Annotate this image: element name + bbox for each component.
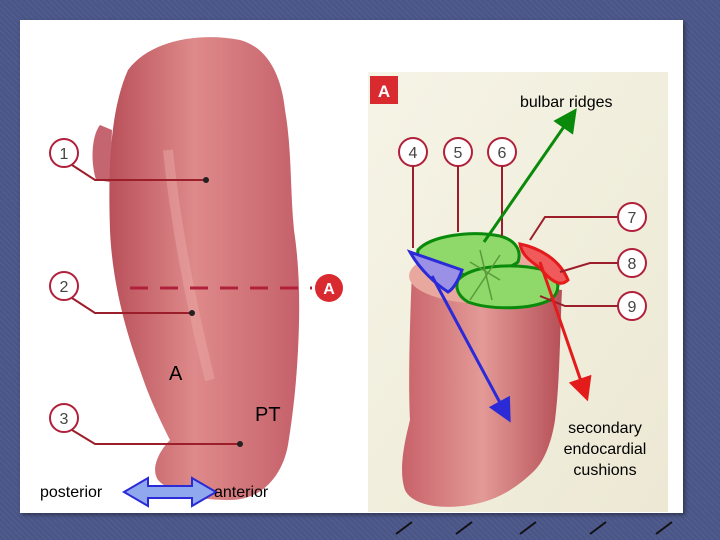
pt-label: PT bbox=[255, 404, 281, 426]
callout-7: 7 bbox=[529, 202, 647, 241]
plane-badge bbox=[315, 274, 343, 302]
anterior-label: anterior bbox=[214, 484, 269, 501]
svg-text:4: 4 bbox=[409, 145, 418, 162]
callout-1: 1 bbox=[49, 138, 209, 183]
red-cushion bbox=[518, 242, 570, 285]
svg-text:3: 3 bbox=[60, 411, 69, 428]
section-badge-text: A bbox=[378, 82, 390, 101]
secondary-cushions-line-1: secondary bbox=[568, 420, 642, 437]
posterior-anterior-double-arrow bbox=[122, 476, 218, 508]
svg-text:1: 1 bbox=[60, 146, 69, 163]
a-label: A bbox=[169, 363, 183, 385]
blue-cushion-arrow bbox=[430, 275, 511, 423]
secondary-cushions-label: secondary endocardial cushions bbox=[545, 418, 665, 481]
callout-3: 3 bbox=[49, 403, 243, 447]
section-badge bbox=[370, 76, 398, 104]
bulbar-ridges-arrow bbox=[482, 108, 577, 243]
svg-text:2: 2 bbox=[60, 279, 69, 296]
callout-8: 8 bbox=[559, 248, 647, 278]
secondary-cushions-line-3: cushions bbox=[573, 462, 637, 479]
callout-5: 5 bbox=[443, 137, 473, 232]
outflow-tract-shape bbox=[92, 37, 300, 501]
bulbar-ridges-label: bulbar ridges bbox=[520, 94, 613, 111]
svg-text:5: 5 bbox=[454, 145, 463, 162]
blue-cushion bbox=[406, 249, 464, 294]
red-cushion-arrow bbox=[538, 261, 592, 402]
callout-4: 4 bbox=[398, 137, 428, 248]
background-tick-marks bbox=[395, 521, 673, 535]
plane-badge-text: A bbox=[323, 281, 335, 298]
secondary-cushions-line-2: endocardial bbox=[563, 441, 647, 458]
callout-6: 6 bbox=[487, 137, 517, 236]
svg-text:9: 9 bbox=[628, 299, 637, 316]
callout-9: 9 bbox=[539, 291, 647, 321]
svg-text:6: 6 bbox=[498, 145, 507, 162]
svg-text:8: 8 bbox=[628, 256, 637, 273]
callout-2: 2 bbox=[49, 271, 195, 316]
posterior-label: posterior bbox=[40, 484, 103, 501]
svg-text:7: 7 bbox=[628, 210, 637, 227]
